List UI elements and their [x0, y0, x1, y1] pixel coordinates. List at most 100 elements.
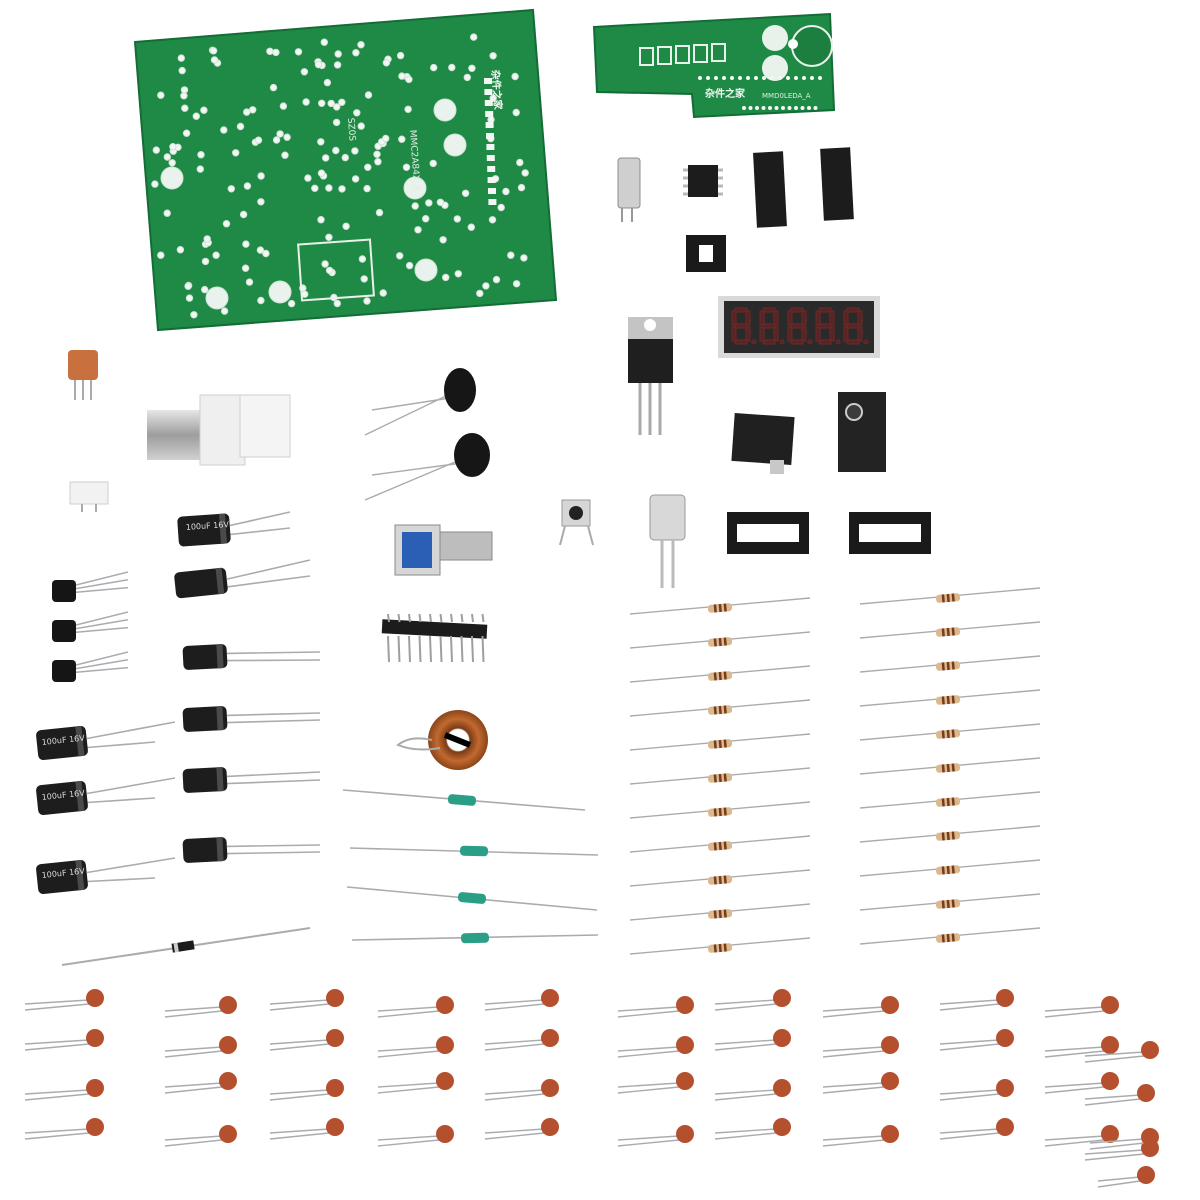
seven-segment-display [718, 296, 880, 358]
ceramic-capacitor-lead [269, 1089, 330, 1095]
capacitor-lead [226, 575, 311, 588]
pcb-pad [283, 133, 291, 141]
resistor-band [951, 933, 955, 942]
display-segment [846, 339, 860, 345]
pcb-pad [239, 210, 248, 219]
resistor-band [941, 696, 945, 705]
pcb-pad [404, 105, 412, 114]
capacitor-lead [229, 527, 291, 536]
display-segment [762, 307, 776, 313]
pcb-pad [317, 138, 325, 146]
pcb-hole [786, 76, 790, 80]
pcb-pad [521, 169, 529, 177]
pcb-pad [269, 83, 278, 92]
ceramic-capacitor [326, 1029, 344, 1047]
ceramic-capacitor-lead [714, 999, 777, 1005]
ceramic-capacitor-lead [1084, 1051, 1145, 1057]
ceramic-capacitor-lead [24, 1043, 90, 1051]
pcb-pad [257, 172, 265, 180]
pcb-pad [333, 299, 341, 308]
pcb-capacitor-footprint [414, 258, 438, 282]
electrolytic-capacitor [182, 644, 228, 670]
display-decimal-point [807, 339, 813, 345]
pcb-pad [332, 146, 340, 155]
pcb-pad [338, 185, 346, 193]
ceramic-capacitor [1101, 1125, 1119, 1143]
main-pcb-label-brand: 杂件之家 [489, 69, 505, 111]
display-segment [829, 310, 835, 326]
display-segment [801, 310, 807, 326]
pcb-header-pad [486, 133, 494, 139]
resistor-band [723, 603, 727, 612]
pcb-capacitor-footprint [433, 98, 457, 122]
ceramic-capacitor [1141, 1041, 1159, 1059]
ceramic-capacitor [541, 1079, 559, 1097]
header-pin [418, 635, 422, 663]
resistor-band [718, 603, 722, 613]
resistor-band [718, 705, 722, 715]
ceramic-capacitor-lead [24, 1089, 90, 1095]
resistor-band [713, 842, 717, 851]
pcb-pad [196, 165, 205, 173]
transistor-lead [75, 571, 129, 586]
pcb-pad [177, 54, 186, 62]
pcb-pad [152, 146, 161, 154]
ceramic-capacitor-lead [1044, 1086, 1105, 1094]
ceramic-capacitor-lead [1044, 1006, 1105, 1012]
pcb-hole [802, 76, 806, 80]
capacitor-lead [226, 712, 321, 717]
resistor-band [946, 763, 950, 773]
pcb-hole [742, 106, 746, 110]
capacitor-stripe [215, 567, 225, 595]
resistor-band [946, 899, 950, 909]
ceramic-capacitor-lead [164, 1050, 223, 1058]
resistor-band [946, 627, 950, 637]
resistor-band [718, 875, 722, 885]
resistor-band [951, 797, 955, 806]
bnc-connector [147, 394, 291, 466]
ceramic-capacitor-lead [164, 1006, 223, 1012]
pcb-pad [517, 183, 526, 192]
ceramic-capacitor-lead [164, 1139, 223, 1147]
pcb-pad [429, 159, 437, 168]
pcb-pad [318, 99, 326, 108]
pcb-pad [363, 184, 371, 193]
ceramic-capacitor [436, 1072, 454, 1090]
capacitor-lead [226, 659, 321, 662]
display-segment [818, 339, 832, 345]
capacitor-lead [86, 741, 156, 749]
pcb-hole [774, 106, 779, 110]
pcb-pad [302, 98, 310, 106]
ceramic-capacitor [881, 1072, 899, 1090]
display-decimal-point [863, 339, 869, 345]
pcb-hole [770, 76, 774, 80]
resistor-band [713, 774, 717, 783]
ceramic-capacitor [326, 1079, 344, 1097]
pcb-pad [169, 143, 177, 151]
pcb-hole [755, 106, 759, 110]
pcb-pad [357, 41, 365, 49]
transistor-lead [75, 579, 129, 590]
ceramic-capacitor-lead [822, 1139, 885, 1147]
ceramic-capacitor-lead [939, 1003, 1000, 1011]
pcb-hole [818, 76, 822, 80]
ceramic-capacitor-lead [484, 1089, 545, 1095]
ceramic-capacitor [326, 1118, 344, 1136]
pcb-pad [182, 129, 191, 137]
ceramic-capacitor-lead [164, 1010, 223, 1018]
pcb-pad [254, 136, 263, 144]
ceramic-capacitor-lead [377, 1050, 440, 1058]
pcb-pad [168, 159, 176, 167]
pcb-pad [227, 185, 236, 193]
ceramic-capacitor-lead [484, 1003, 545, 1011]
ceramic-capacitor-lead [822, 1135, 885, 1141]
pcb-pad [210, 56, 219, 64]
header-pin [450, 635, 453, 663]
display-segment [843, 310, 849, 326]
pcb-pad [279, 102, 288, 110]
ceramic-capacitor-lead [269, 1003, 330, 1011]
pcb-pad [317, 216, 325, 224]
main-pcb-label-code: SZ0S [345, 118, 357, 142]
pcb-pad [209, 47, 218, 55]
pcb-pad [334, 50, 342, 58]
